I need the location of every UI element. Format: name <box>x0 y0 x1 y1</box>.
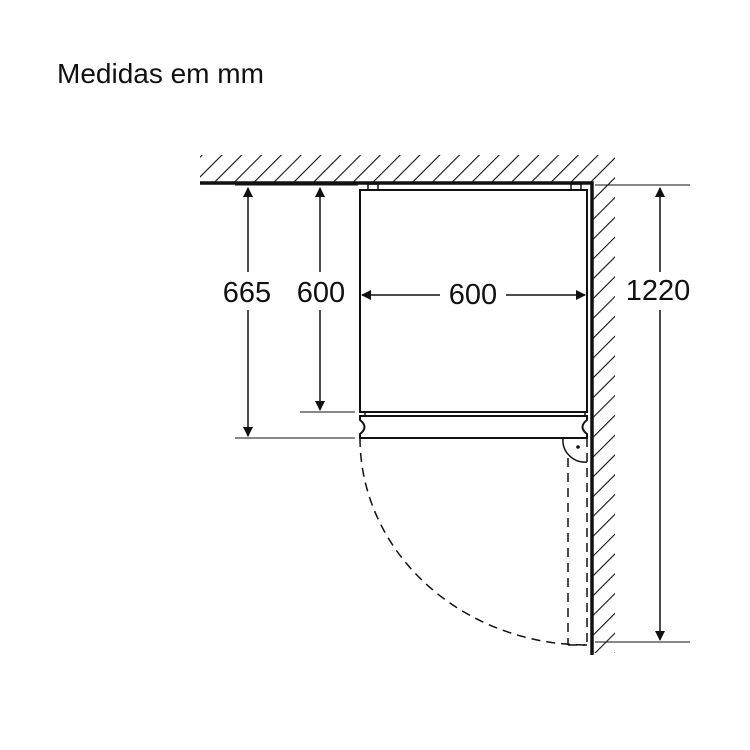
right-angle-symbol <box>562 437 588 463</box>
appliance-body <box>359 183 588 416</box>
dimension-600-width-label: 600 <box>449 279 497 311</box>
door-swing-arc <box>359 437 588 646</box>
extension-lines <box>235 184 690 643</box>
dimension-1220-label: 1220 <box>626 275 691 307</box>
diagram-title: Medidas em mm <box>57 58 264 89</box>
dimension-665-label: 665 <box>223 277 271 309</box>
dimension-600-depth-label: 600 <box>297 277 345 309</box>
appliance-door <box>359 415 588 439</box>
wall-hatching <box>195 150 635 660</box>
